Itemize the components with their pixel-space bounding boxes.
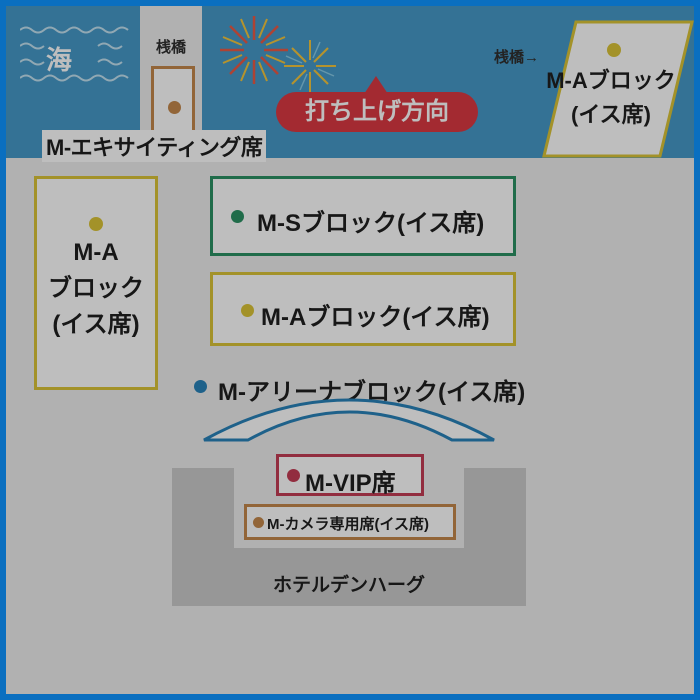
launch-direction-label: 打ち上げ方向 [276, 92, 478, 132]
ma-right-label-line1: M-Aブロック [546, 68, 676, 93]
exciting-seat-label: M-エキサイティング席 [42, 130, 267, 162]
arena-block[interactable] [202, 390, 496, 442]
ma-right-block[interactable] [542, 20, 694, 158]
waves-icon [20, 26, 129, 82]
camera-marker [253, 517, 264, 528]
launch-direction-arrow-icon [364, 76, 388, 94]
ma-left-label-line1: M-A [73, 239, 119, 266]
exciting-seat-marker [168, 101, 181, 114]
ms-block[interactable]: M-Sブロック(イス席) [210, 176, 516, 256]
ma-mid-block[interactable]: M-Aブロック(イス席) [210, 272, 516, 346]
vip-block[interactable]: M-VIP席 [276, 454, 424, 497]
ma-right-label: M-Aブロック (イス席) [536, 64, 686, 132]
ma-left-label-line2: ブロック [48, 275, 144, 302]
ms-label: M-Sブロック(イス席) [257, 210, 485, 237]
camera-block[interactable]: M-カメラ専用席(イス席) [244, 504, 456, 540]
ma-mid-label: M-Aブロック(イス席) [261, 304, 490, 331]
ma-right-label-line2: (イス席) [571, 102, 651, 127]
ma-left-label-line3: (イス席) [52, 311, 140, 338]
hotel-label: ホテルデンハーグ [272, 575, 425, 596]
pier-left-label: 桟橋 [155, 39, 186, 56]
ms-marker [231, 210, 244, 223]
ma-left-block[interactable]: M-A ブロック (イス席) [34, 176, 158, 390]
vip-label: M-VIP席 [305, 470, 396, 497]
ma-left-label: M-A ブロック (イス席) [37, 235, 155, 343]
vip-marker [287, 469, 300, 482]
venue-map: 海 桟橋 [6, 6, 694, 694]
pier-right-label: 桟橋→ [494, 49, 540, 66]
arena-marker [194, 380, 207, 393]
camera-label: M-カメラ専用席(イス席) [267, 516, 430, 533]
ma-left-marker [89, 217, 103, 231]
ma-mid-marker [241, 304, 254, 317]
sea-label: 海 [46, 45, 73, 75]
fireworks-icon [220, 16, 336, 92]
